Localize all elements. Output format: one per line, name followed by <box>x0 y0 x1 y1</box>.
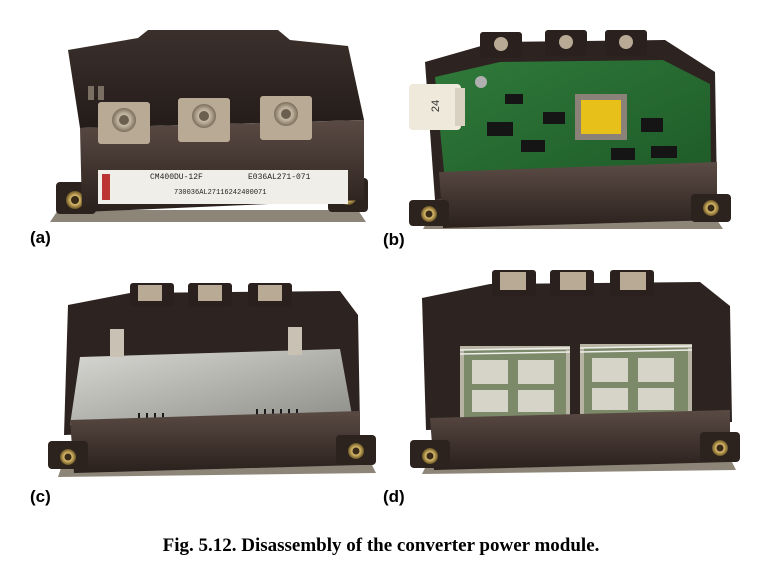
figure-caption: Fig. 5.12. Disassembly of the converter … <box>162 535 600 556</box>
photo-empty-housing <box>40 275 385 485</box>
photo-sealed-module <box>28 10 388 235</box>
panel-label-c: (c) <box>30 487 51 506</box>
marking-model: CM400DU-12F <box>150 173 203 182</box>
panel-label-b: (b) <box>383 230 405 249</box>
panel-label-a: (a) <box>30 228 51 247</box>
marking-lot: E036AL271-071 <box>248 173 311 182</box>
panel-label-d: (d) <box>383 487 405 506</box>
marking-serial: 730036AL27116242400071 <box>174 189 267 197</box>
photo-driver-board <box>395 22 740 237</box>
photo-power-dies <box>400 262 745 482</box>
connector-marking: 24 <box>430 99 443 113</box>
